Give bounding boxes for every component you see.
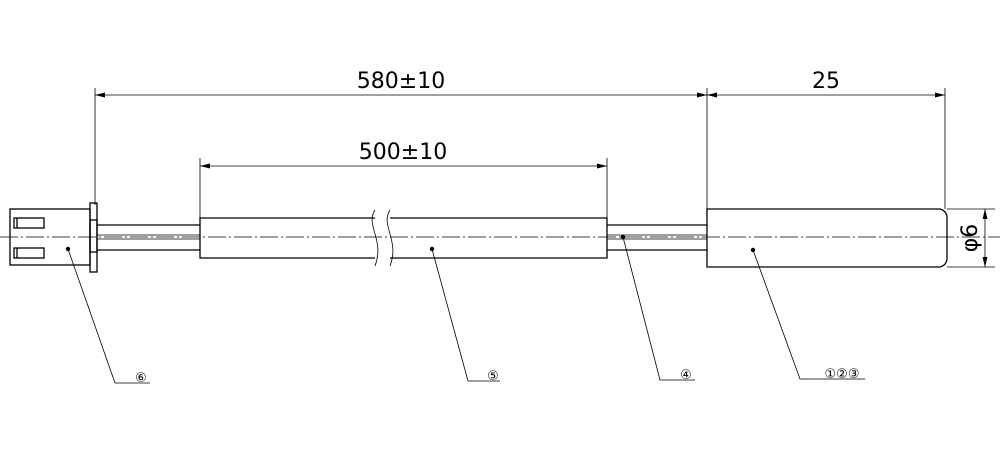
balloon-wire: ④ [680, 368, 692, 383]
probe-length-dimension: 25 [812, 69, 840, 94]
wire-left [97, 224, 200, 251]
probe [706, 208, 948, 268]
balloon-connector: ⑥ [135, 371, 147, 386]
overall-length-dimension: 580±10 [357, 69, 445, 94]
balloon-sleeve: ⑤ [487, 369, 499, 384]
wire-right [607, 224, 707, 251]
sleeve-length-dimension: 500±10 [359, 140, 447, 165]
leader-lines [65, 234, 865, 384]
sleeve [199, 209, 608, 267]
connector [9, 202, 98, 273]
dimension-lines [95, 92, 988, 267]
extension-lines [94, 88, 995, 268]
balloon-probe: ①②③ [825, 367, 860, 382]
probe-diameter-dimension: φ6 [958, 224, 983, 253]
